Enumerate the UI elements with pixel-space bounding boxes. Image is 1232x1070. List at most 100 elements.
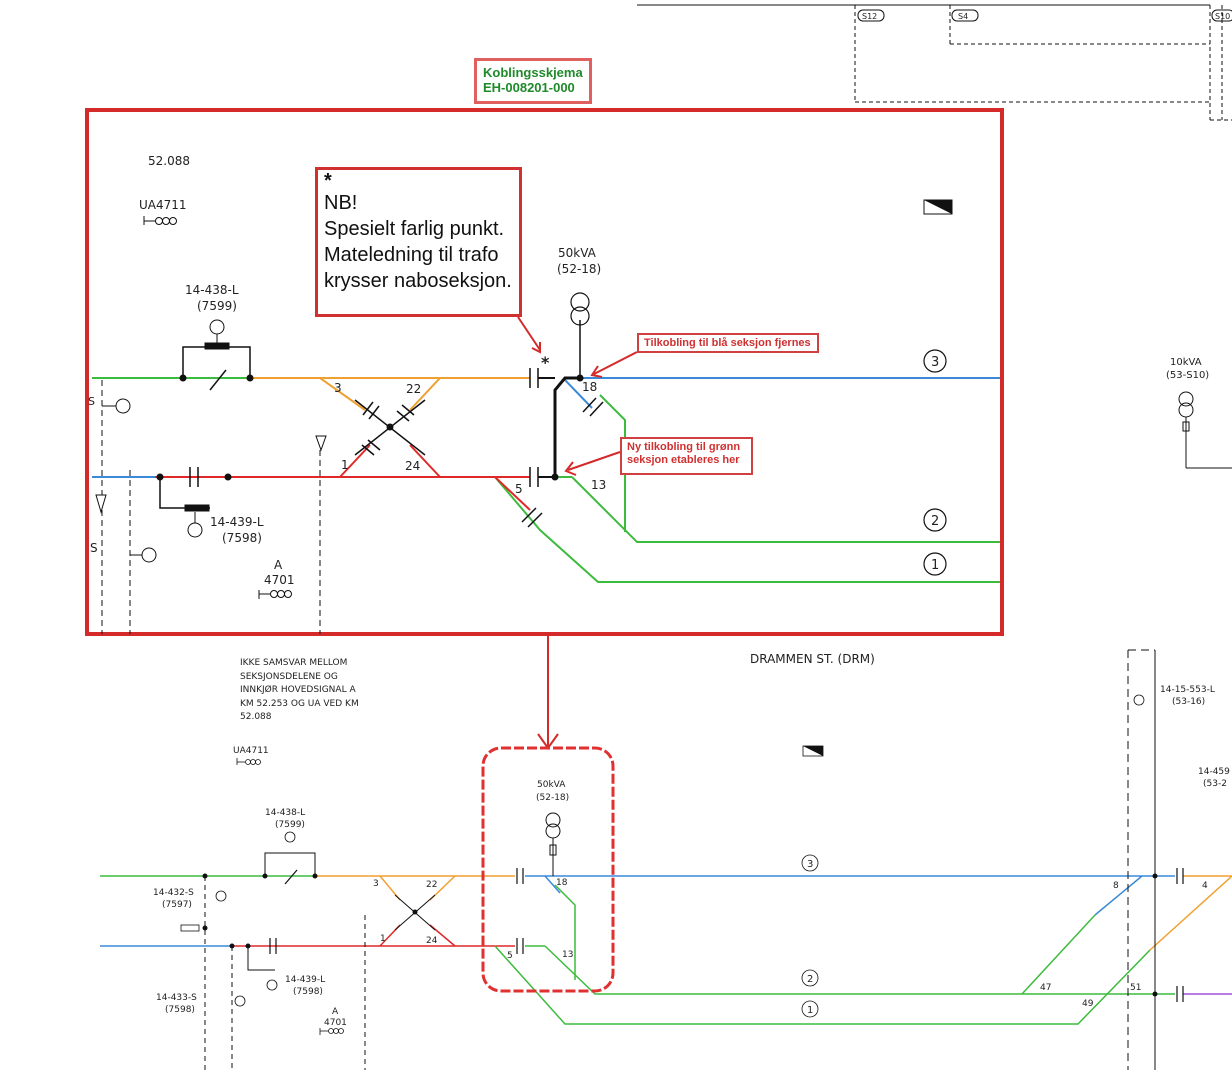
blue-connection-removed-tag: Tilkobling til blå seksjon fjernes	[637, 333, 819, 353]
overview-switch-459-name: 14-459	[1198, 767, 1230, 777]
top-ref-s4: S4	[958, 12, 968, 21]
mismatch-note-line3: INNKJØR HOVEDSIGNAL A	[240, 685, 356, 695]
section-22: 22	[406, 382, 421, 396]
overview-signal-a-letter: A	[332, 1007, 339, 1017]
danger-star: *	[541, 353, 550, 372]
overview-switch-439-name: 14-439-L	[285, 975, 325, 985]
top-ref-s10: S10	[1215, 12, 1230, 21]
signal-a-num: 4701	[264, 573, 295, 587]
station-label: DRAMMEN ST. (DRM)	[750, 652, 875, 666]
switch-438-name: 14-438-L	[185, 283, 239, 297]
warning-callout: * NB! Spesielt farlig punkt. Mateledning…	[315, 167, 522, 317]
detail-motor-symbols	[95, 319, 327, 563]
warning-line-2: Spesielt farlig punkt.	[324, 218, 505, 240]
green-connection-new-tag: Ny tilkobling til grønn seksjon etablere…	[620, 437, 753, 475]
edge-s-upper: S	[88, 395, 95, 408]
detail-insulators	[189, 368, 604, 528]
section-1: 1	[341, 458, 349, 472]
edge-s-lower: S	[90, 541, 98, 555]
overview-switch-432-num: (7597)	[162, 900, 192, 910]
detail-signal-markers	[143, 216, 292, 599]
green-connection-new-line2: seksjon etableres her	[627, 454, 740, 466]
overview-section-4: 4	[1202, 881, 1208, 891]
document-reference-box: Koblingsskjema EH-008201-000	[474, 58, 592, 104]
switch-439-name: 14-439-L	[210, 515, 264, 529]
overview-section-24: 24	[426, 936, 438, 946]
section-13: 13	[591, 478, 606, 492]
section-3: 3	[334, 381, 342, 395]
overview-section-22: 22	[426, 880, 437, 890]
overview-section-1: 1	[380, 934, 386, 944]
transformer-50kva-symbol	[570, 292, 590, 326]
overview-switch-433-name: 14-433-S	[156, 993, 197, 1003]
detail-track-circles	[923, 349, 947, 576]
overview-transformer-symbol	[545, 812, 561, 876]
overview-switch-438-num: (7599)	[275, 820, 305, 830]
track-2-label: 2	[931, 514, 939, 529]
overview-section-18: 18	[556, 878, 568, 888]
overview-switch-438-name: 14-438-L	[265, 808, 305, 818]
warning-line-4: krysser naboseksjon.	[324, 270, 512, 292]
top-sheet-fragment	[637, 4, 1232, 121]
overview-tracks	[100, 649, 1232, 1070]
callout-arrows	[517, 316, 638, 750]
overview-transformer-rating: 50kVA	[537, 780, 566, 790]
overview-signal-ua4711: UA4711	[233, 746, 269, 756]
overview-signal-markers	[236, 758, 344, 1035]
overview-track-1-label: 1	[807, 1005, 813, 1016]
overview-section-51: 51	[1130, 983, 1141, 993]
overview-switch-553-name: 14-15-553-L	[1160, 685, 1215, 695]
overview-track-circles	[801, 854, 819, 1018]
overview-section-5: 5	[507, 951, 513, 961]
warning-star: *	[324, 170, 332, 192]
detail-frame	[85, 108, 1004, 636]
mismatch-note: IKKE SAMSVAR MELLOM SEKSJONSDELENE OG IN…	[240, 657, 380, 725]
transformer-id: (52-18)	[557, 262, 601, 276]
overview-section-3: 3	[373, 879, 379, 889]
detail-tracks	[92, 320, 1000, 634]
overview-signal-a-num: 4701	[324, 1018, 347, 1028]
blue-connection-removed-text: Tilkobling til blå seksjon fjernes	[644, 337, 811, 349]
mismatch-note-line4: KM 52.253 OG UA VED KM	[240, 698, 359, 709]
overview-insulators	[269, 868, 1184, 1002]
track-1-label: 1	[931, 558, 939, 573]
mismatch-note-line5: 52.088	[240, 712, 272, 722]
document-reference-line1: Koblingsskjema	[483, 65, 583, 80]
section-24: 24	[405, 459, 420, 473]
overview-switch-553-num: (53-16)	[1172, 697, 1205, 707]
signal-a-letter: A	[274, 558, 283, 572]
overview-switch-439-num: (7598)	[293, 987, 323, 997]
switch-439-num: (7598)	[222, 531, 262, 545]
transformer-rating: 50kVA	[558, 246, 597, 260]
transformer-10kva-rating: 10kVA	[1170, 357, 1202, 368]
document-reference-line2: EH-008201-000	[483, 80, 575, 95]
overview-section-49: 49	[1082, 999, 1094, 1009]
mismatch-note-line2: SEKSJONSDELENE OG	[240, 671, 338, 682]
revision-cloud	[481, 746, 615, 993]
overview-switch-432-name: 14-432-S	[153, 888, 194, 898]
flag-symbol-bottom	[802, 745, 824, 757]
section-5: 5	[515, 482, 523, 496]
km-label: 52.088	[148, 154, 190, 168]
signal-ua4711-label: UA4711	[139, 198, 187, 212]
overview-switch-459-num: (53-2	[1203, 779, 1227, 789]
green-connection-new-line1: Ny tilkobling til grønn	[627, 441, 741, 453]
switch-438-num: (7599)	[197, 299, 237, 313]
flag-symbol-top	[923, 199, 953, 215]
overview-nodes	[202, 873, 1158, 997]
overview-section-8: 8	[1113, 881, 1119, 891]
overview-section-47: 47	[1040, 983, 1051, 993]
overview-section-13: 13	[562, 950, 573, 960]
detail-nodes	[156, 374, 584, 481]
section-18: 18	[582, 380, 597, 394]
warning-line-1: NB!	[324, 192, 358, 214]
overview-track-3-label: 3	[807, 859, 813, 870]
track-3-label: 3	[931, 355, 939, 370]
overview-track-2-label: 2	[807, 974, 813, 985]
overview-motor-symbols	[180, 694, 1145, 1007]
top-ref-s12: S12	[862, 12, 877, 21]
overview-transformer-id: (52-18)	[536, 793, 569, 803]
mismatch-note-line1: IKKE SAMSVAR MELLOM	[240, 658, 348, 668]
overview-switch-433-num: (7598)	[165, 1005, 195, 1015]
